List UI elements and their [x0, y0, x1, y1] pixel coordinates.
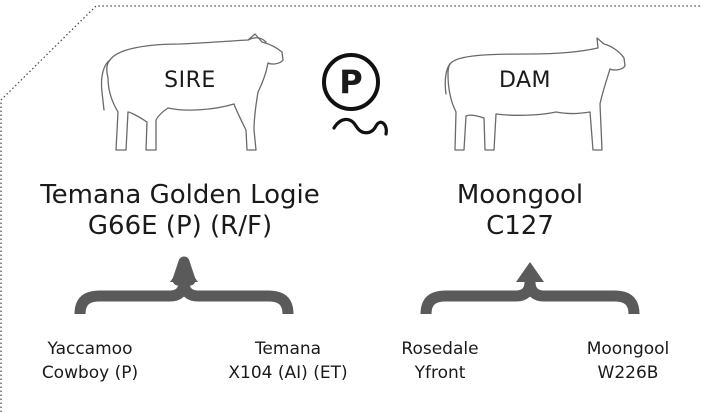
sire-name-line2: G66E (P) (R/F): [87, 211, 273, 241]
sire-role-label: SIRE: [164, 68, 216, 93]
dam-role-label: DAM: [498, 68, 552, 93]
sire-sire-line2: Cowboy (P): [41, 363, 139, 383]
sire-dam-line1: Temana: [254, 339, 322, 359]
sire-name-line1: Temana Golden Logie: [40, 180, 320, 210]
sire-dam-line2: X104 (AI) (ET): [228, 363, 348, 383]
dam-name-line2: C127: [486, 211, 554, 241]
polled-symbol-letter: P: [339, 63, 363, 101]
sire-sire-line1: Yaccamoo: [47, 339, 133, 359]
dam-dam-line2: W226B: [597, 363, 659, 383]
dam-dam-line1: Moongool: [586, 339, 670, 359]
dam-sire-line1: Rosedale: [401, 339, 479, 359]
dam-name-line1: Moongool: [456, 180, 584, 210]
dam-sire-line2: Yfront: [414, 363, 466, 383]
